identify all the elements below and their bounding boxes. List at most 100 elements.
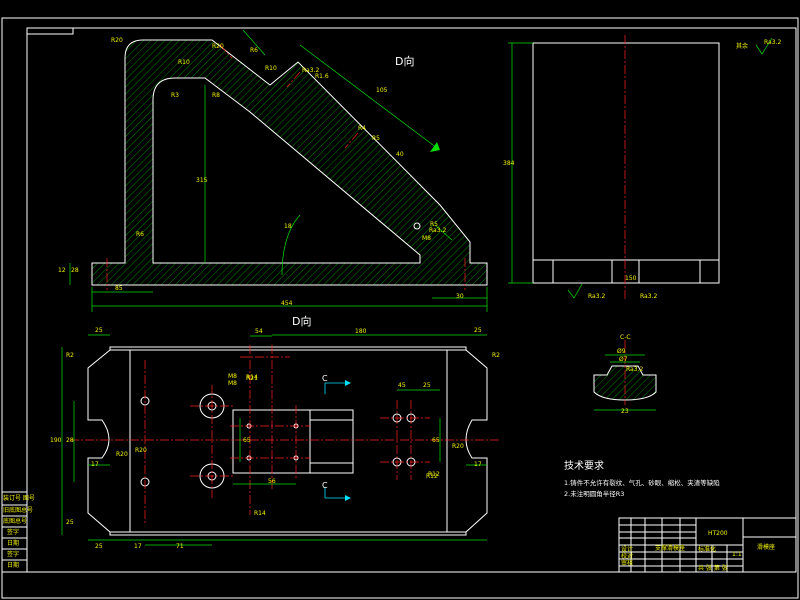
dim-label: R2 [66, 352, 74, 359]
title-block-material: HT200 [708, 530, 728, 537]
dim-label: Ø9 [617, 348, 626, 355]
dim-label: R20 [212, 43, 224, 50]
inner-border [26, 27, 797, 573]
dim-label: 28 [66, 437, 74, 444]
dim-label: Ra3.2 [429, 227, 446, 234]
left-strip-cell: 日期 [7, 561, 19, 569]
left-strip: 装订号 图号 旧底图总号 底图总号 签字 日期 签字 日期 [1, 491, 35, 573]
title-block-approver: 审核 [621, 559, 633, 567]
section-label: C-C [620, 334, 631, 341]
dim-label: R14 [246, 374, 258, 381]
dim-label: R12 [426, 473, 438, 480]
title-block-drawing-no: 支撑滑模座 [655, 544, 685, 552]
d-view-arrow [430, 142, 440, 152]
dim-label: R1.6 [315, 73, 329, 80]
dim-label: 12 [58, 267, 66, 274]
dim-label: 28 [71, 267, 79, 274]
dim-label: 150 [625, 275, 637, 282]
dim-label: R8 [212, 92, 220, 99]
dim-label: 25 [95, 543, 103, 550]
dim-label: M8 [228, 373, 237, 380]
notes-title: 技术要求 [564, 459, 604, 472]
dim-label: R4 [358, 125, 366, 132]
dim-label: 71 [176, 543, 184, 550]
dim-label: 65 [432, 437, 440, 444]
dim-label: 54 [255, 328, 263, 335]
dim-label: M8 [422, 235, 431, 242]
section-mark: C [322, 374, 328, 383]
dim-label: R3 [171, 92, 179, 99]
d-view-label: D向 [395, 54, 414, 68]
d-view-label-bottom: D向 [292, 314, 311, 328]
section-mark: C [322, 481, 328, 490]
dim-label: R20 [116, 451, 128, 458]
dim-label: R21 [246, 375, 258, 382]
dim-label: 85 [115, 285, 123, 292]
title-block: HT200 滑模座 支撑滑模座 1:1 设计 校对 审核 标准化 共 张 第 张 [618, 517, 797, 573]
dim-label: 56 [268, 478, 276, 485]
dim-label: 315 [196, 177, 208, 184]
dim-label: R12 [428, 471, 440, 478]
dim-label: 45 [398, 382, 406, 389]
dim-label: 40 [396, 151, 404, 158]
section-arrow-top: C [322, 374, 351, 394]
dim-label: 190 [50, 437, 62, 444]
dim-label: 180 [355, 328, 367, 335]
title-block-checker: 校对 [621, 552, 633, 560]
dim-label: Ra3.2 [626, 366, 643, 373]
left-strip-cell: 签字 [7, 528, 19, 536]
dim-label: R20 [135, 447, 147, 454]
top-left-tab [26, 27, 74, 35]
dim-label: R6 [136, 231, 144, 238]
dim-label: R5 [430, 221, 438, 228]
side-view: 384 Ra3.2 Ra3.2 150 其余 Ra3.2 [503, 35, 781, 300]
dim-label: 25 [423, 382, 431, 389]
section-cc: C-C Ø9 Ø7 Ra3.2 23 [593, 334, 657, 415]
dim-label: Ø7 [619, 356, 628, 363]
left-strip-cell: 签字 [7, 550, 19, 558]
dim-label: R5 [372, 135, 380, 142]
technical-notes: 技术要求 1.铸件不允许有裂纹、气孔、砂眼、缩松、夹渣等缺陷 2.未注明圆角半径… [564, 459, 720, 498]
left-strip-cell: 日期 [7, 539, 19, 547]
hole-mark [413, 222, 421, 230]
dim-label: M8 [228, 380, 237, 387]
dim-label: 454 [281, 300, 293, 307]
left-strip-cell: 装订号 图号 [3, 494, 35, 502]
dim-label: Ra3.2 [588, 293, 605, 300]
dim-label: R2 [492, 352, 500, 359]
dim-label: R10 [265, 65, 277, 72]
dim-label: Ra3.2 [302, 67, 319, 74]
notes-line: 2.未注明圆角半径R3 [564, 489, 624, 498]
dim-label: Ra3.2 [640, 293, 657, 300]
dim-label: 105 [376, 87, 388, 94]
title-block-part-name: 滑模座 [757, 543, 775, 551]
dim-label: 384 [503, 160, 515, 167]
dim-label: R14 [254, 510, 266, 517]
front-view: R20 R10 R6 R10 R1.6 105 Ra3.2 R3 R8 40 R… [58, 29, 488, 312]
outer-border [1, 17, 799, 599]
title-block-designer: 设计 [621, 545, 633, 553]
roughness-note: 其余 [736, 42, 748, 50]
roughness-value: Ra3.2 [764, 39, 781, 46]
dim-label: 17 [134, 543, 142, 550]
dim-label: 17 [474, 461, 482, 468]
plan-outline [87, 346, 488, 536]
dim-label: R20 [111, 37, 123, 44]
dim-label: R6 [250, 47, 258, 54]
notes-line: 1.铸件不允许有裂纹、气孔、砂眼、缩松、夹渣等缺陷 [564, 478, 720, 487]
title-block-sheet: 共 张 第 张 [698, 564, 728, 572]
dim-label: R10 [178, 59, 190, 66]
dim-label: 25 [474, 327, 482, 334]
left-strip-cell: 旧底图总号 [3, 506, 33, 514]
dim-label: R20 [452, 443, 464, 450]
front-view-cavity [152, 77, 421, 264]
plan-view: 25 54 180 25 R2 R2 R21 M8 45 25 190 28 R… [50, 314, 500, 550]
dim-label: 30 [456, 293, 464, 300]
section-arrow-bottom: C [322, 481, 351, 501]
dim-label: 17 [91, 461, 99, 468]
dim-label: 65 [243, 437, 251, 444]
title-block-extra: 标准化 [698, 545, 716, 553]
dim-label: 25 [95, 327, 103, 334]
dim-label: 18 [284, 223, 292, 230]
title-block-scale: 1:1 [732, 551, 742, 558]
